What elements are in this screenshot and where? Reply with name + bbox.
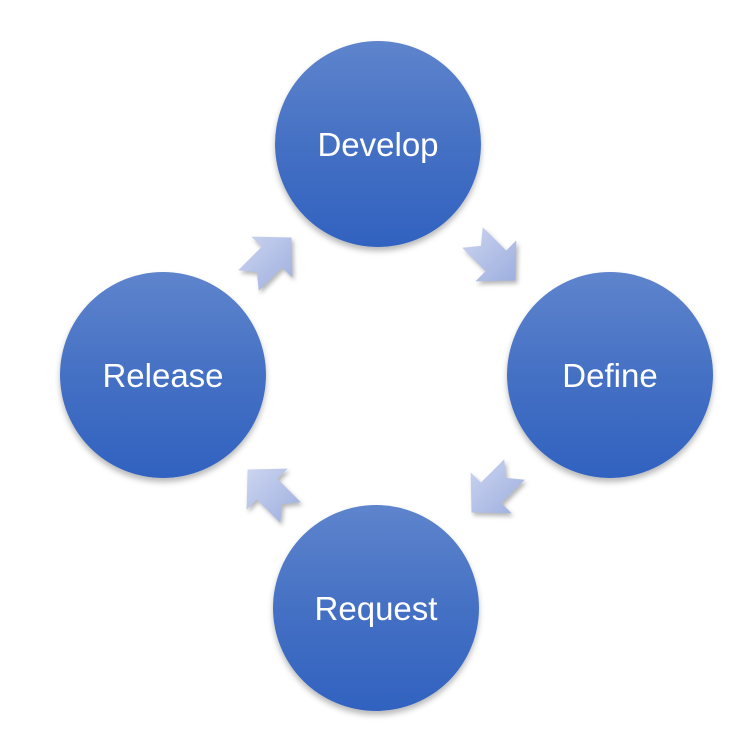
arrow-northwest-icon [246, 468, 301, 523]
node-label-define: Define [562, 356, 658, 394]
cycle-node-release: Release [60, 272, 266, 478]
arrow-southeast-icon [462, 227, 517, 282]
cycle-node-request: Request [273, 505, 479, 711]
arrow-southwest-icon [470, 459, 525, 514]
cycle-node-develop: Develop [275, 41, 481, 247]
node-label-request: Request [314, 589, 438, 627]
node-label-develop: Develop [317, 125, 439, 163]
arrow-northeast-icon [238, 236, 293, 291]
cycle-node-define: Define [507, 272, 713, 478]
node-label-release: Release [102, 356, 224, 394]
